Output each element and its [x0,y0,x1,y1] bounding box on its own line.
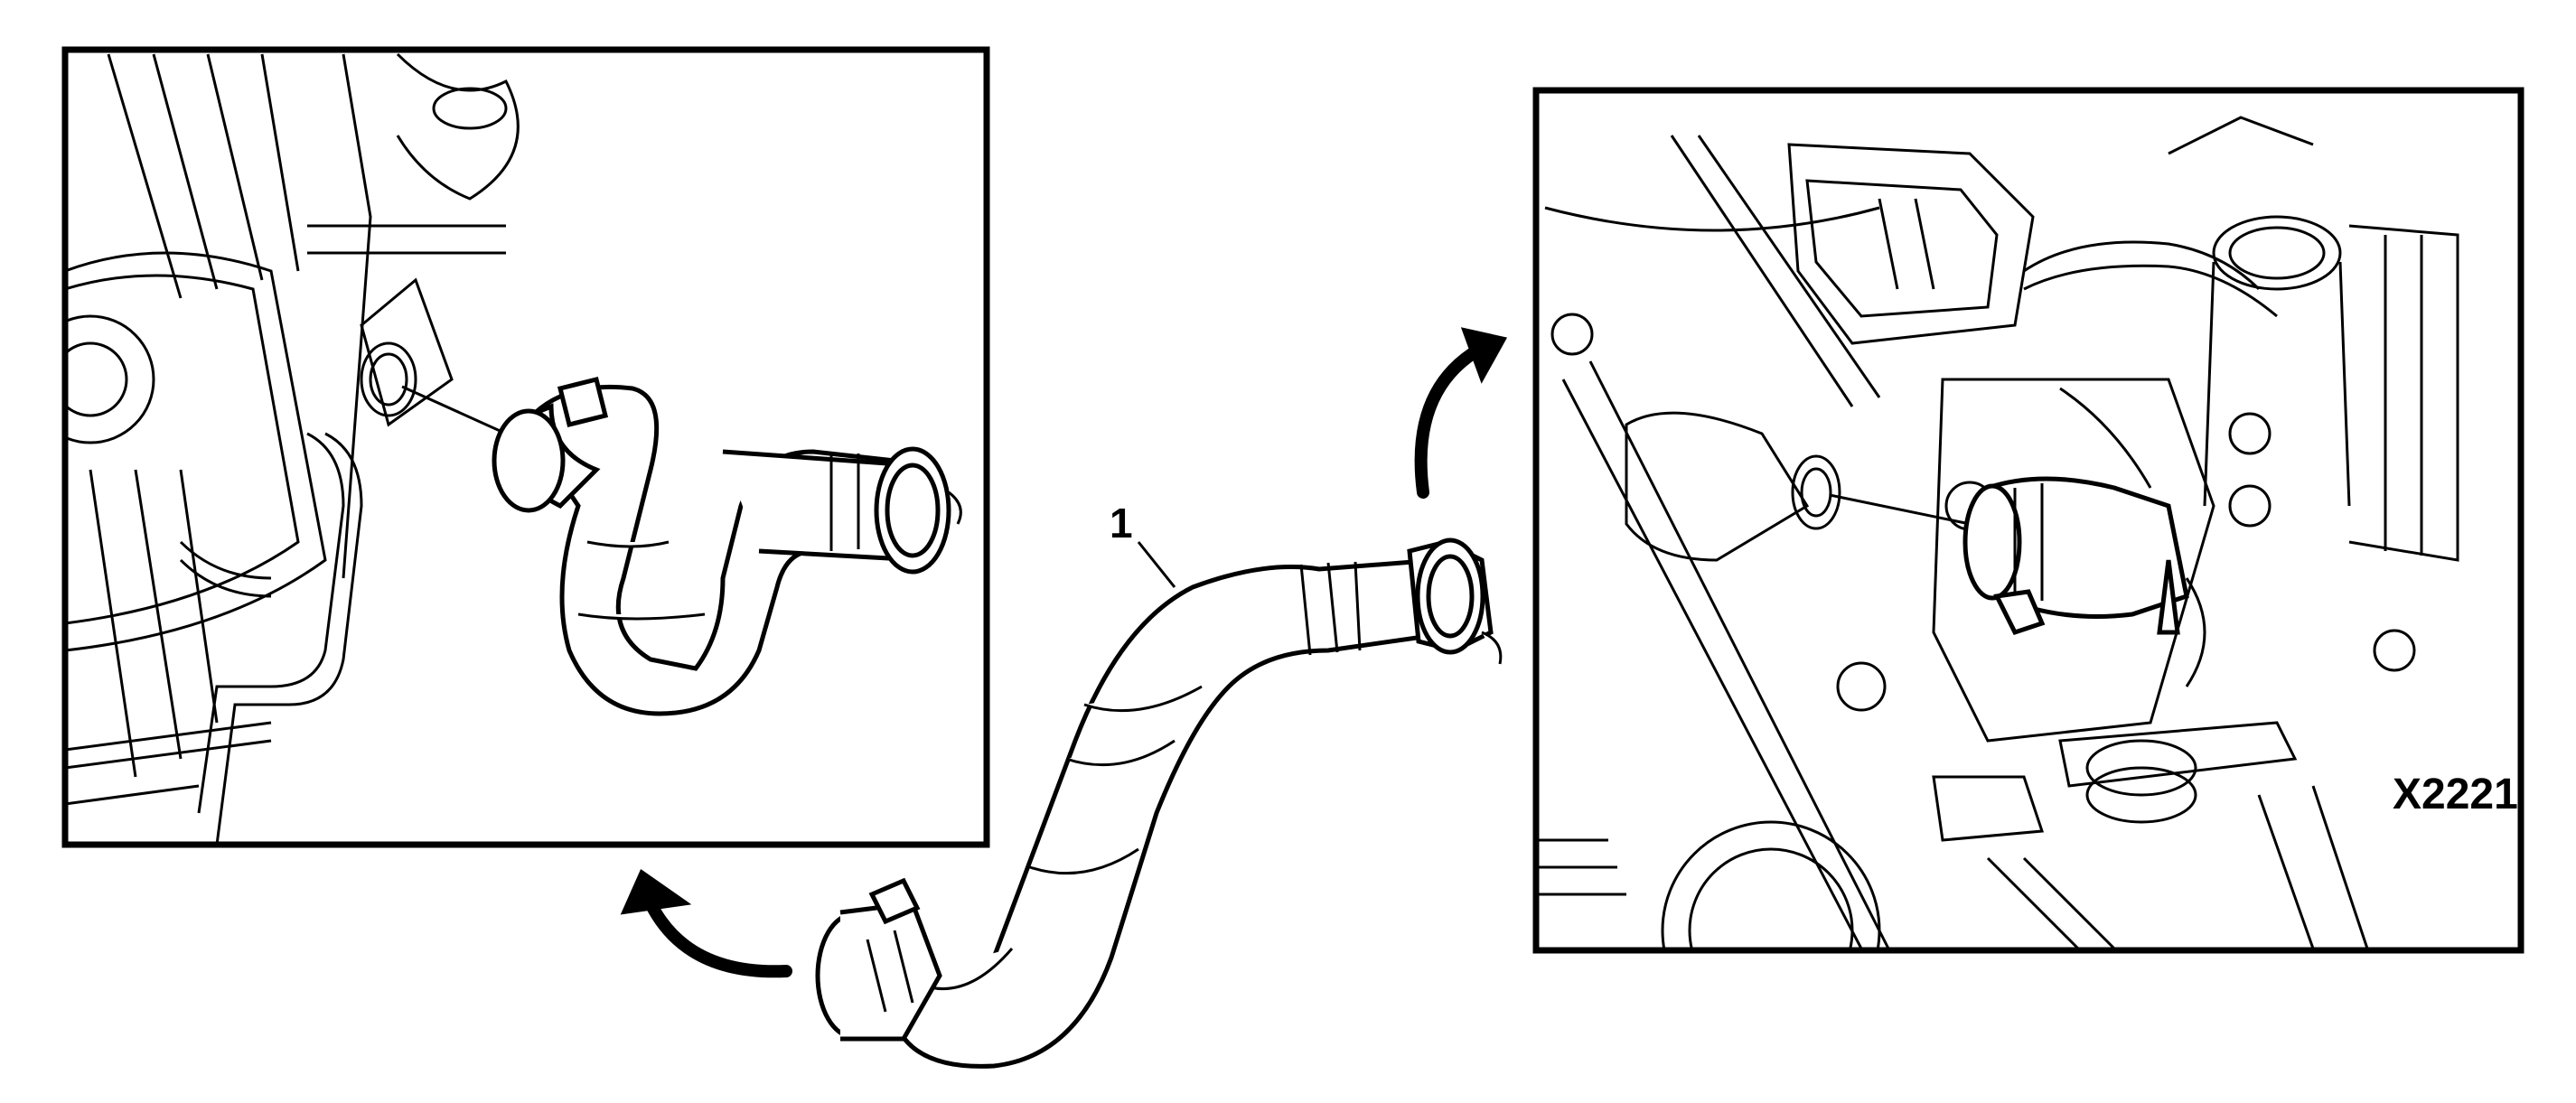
radiator-fan-shroud-drawing [65,52,520,845]
arrow-to-left-panel [620,868,792,978]
illustration-code: X2221 [2393,771,2518,818]
callout-leader-line [1137,541,1176,588]
left-panel-hose [492,376,962,716]
hose-callout-number: 1 [1110,500,1133,547]
left-detail-panel [61,46,990,848]
arrow-to-right-panel [1414,327,1508,499]
right-panel-hose [1962,476,2189,636]
engine-compartment-drawing [1536,116,2459,950]
right-detail-panel: X2221 [1532,87,2524,954]
radiator-inlet-hose [815,537,1503,1069]
